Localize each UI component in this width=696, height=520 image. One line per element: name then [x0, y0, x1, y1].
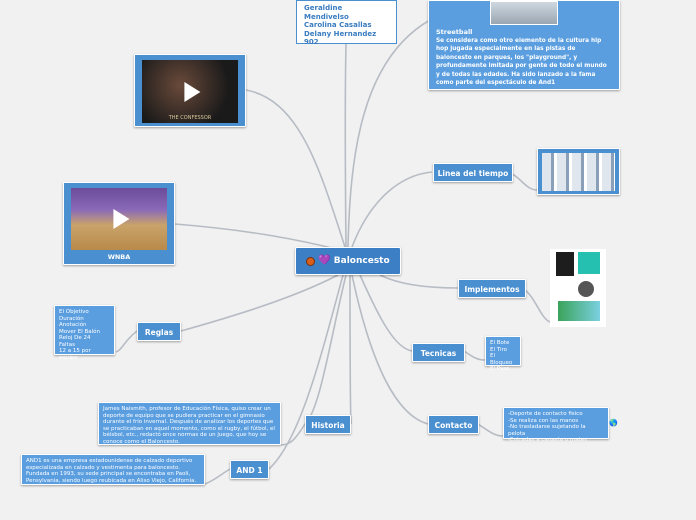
play-icon[interactable]	[184, 81, 201, 102]
author-1: Geraldine Mendivelso	[304, 4, 349, 21]
link-icon[interactable]: 🌎	[609, 419, 618, 427]
branch-contacto[interactable]: Contacto	[428, 415, 479, 434]
branch-reglas[interactable]: Reglas	[137, 322, 181, 341]
reglas-list[interactable]: El Objetivo Duración Anotación Mover El …	[54, 305, 115, 361]
jersey-icon	[556, 252, 574, 276]
streetball-text: Se considera como otro elemento de la cu…	[436, 37, 607, 87]
video-thumbnail[interactable]	[71, 188, 167, 250]
video-node-top[interactable]: THE CONFESSOR	[134, 54, 246, 127]
video-node-wnba[interactable]: WNBA	[63, 182, 175, 265]
author-2: Carolina Casallas	[304, 21, 372, 29]
tecnica-item: El Pase	[490, 366, 510, 372]
contacto-item: -Deporte de contacto fisico	[508, 411, 583, 417]
tecnica-item: El Tiro	[490, 346, 507, 353]
play-icon[interactable]	[113, 209, 130, 229]
regla-item: Anotación	[59, 322, 87, 328]
regla-item: El Objetivo	[59, 309, 89, 315]
regla-item: Reloj De 24	[59, 335, 91, 341]
streetball-title: Streetball	[436, 28, 473, 36]
video-thumb-caption: THE CONFESSOR	[168, 115, 212, 121]
contacto-item: -Se realiza con las manos	[508, 417, 579, 424]
streetball-node[interactable]: Streetball Se considera como otro elemen…	[428, 0, 620, 90]
branch-implementos[interactable]: Implementos	[458, 279, 526, 298]
timeline-image	[542, 153, 615, 191]
historia-text[interactable]: James Naismith, profesor de Educación Fí…	[98, 402, 281, 445]
wnba-label: WNBA	[107, 253, 131, 261]
regla-item: Faltas	[59, 341, 75, 348]
branch-and1[interactable]: AND 1	[230, 460, 269, 479]
ball-icon	[578, 281, 594, 297]
root-node[interactable]: 💜 Baloncesto	[295, 247, 401, 275]
basketball-icon	[306, 256, 316, 266]
timeline-image-node[interactable]	[537, 148, 620, 195]
implementos-image	[550, 249, 606, 327]
tecnica-item: El Bloqueo	[490, 353, 513, 366]
regla-item: Mover El Balón	[59, 328, 101, 335]
group-number: 902	[304, 38, 319, 46]
root-label: Baloncesto	[333, 256, 390, 266]
branch-historia[interactable]: Historia	[305, 415, 351, 434]
contacto-list[interactable]: -Deporte de contacto fisico -Se realiza …	[503, 407, 609, 443]
regla-item: 12 a 15 por equipo	[59, 348, 91, 361]
contacto-item: -Entradas a canasta o mates	[508, 437, 587, 443]
author-3: Delany Hernandez	[304, 29, 377, 38]
heart-icon: 💜	[318, 255, 331, 266]
shoes-icon	[558, 301, 600, 321]
authors-note[interactable]: Geraldine Mendivelso Carolina Casallas D…	[296, 0, 397, 46]
contacto-item: -No trasladarse sujetando la pelota	[508, 424, 586, 437]
tecnicas-list[interactable]: El Bote El Tiro El Bloqueo El Pase	[485, 336, 521, 372]
video-thumbnail[interactable]: THE CONFESSOR	[142, 60, 238, 123]
and1-text[interactable]: AND1 es una empresa estadounidense de ca…	[21, 454, 205, 485]
regla-item: Duración	[59, 315, 84, 322]
tecnica-item: El Bote	[490, 340, 510, 346]
shorts-icon	[578, 252, 600, 274]
streetball-image	[490, 1, 558, 25]
branch-tecnicas[interactable]: Tecnicas	[412, 343, 465, 362]
branch-linea-del-tiempo[interactable]: Linea del tiempo	[433, 163, 513, 182]
